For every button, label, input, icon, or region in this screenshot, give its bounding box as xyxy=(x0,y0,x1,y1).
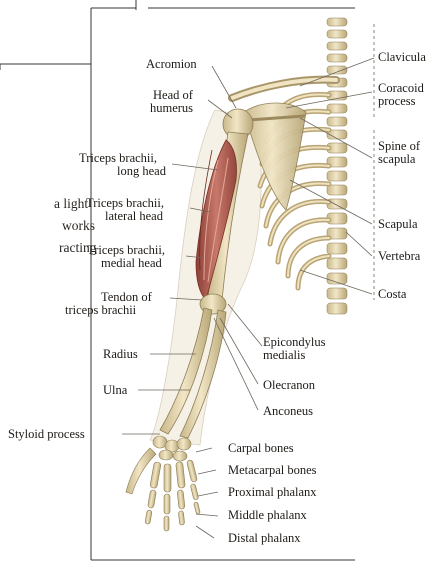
label-coracoid: Coracoid xyxy=(378,81,425,95)
label-radius: Radius xyxy=(103,347,138,361)
label-epicondylus: Epicondylus xyxy=(263,335,326,349)
label-proximal: Proximal phalanx xyxy=(228,485,317,499)
label-head-humerus: Head of xyxy=(153,88,194,102)
label-triceps-lateral: lateral head xyxy=(105,209,164,223)
label-spine-scapula: Spine of xyxy=(378,139,421,153)
labels-hand: Carpal bones Metacarpal bones Proximal p… xyxy=(228,441,317,545)
label-spine-scapula: scapula xyxy=(378,152,416,166)
fragment-line: works xyxy=(62,218,95,233)
label-triceps-medial: medial head xyxy=(101,256,162,270)
carpal-group xyxy=(153,436,191,461)
label-costa: Costa xyxy=(378,287,407,301)
label-tendon: triceps brachii xyxy=(65,303,137,317)
label-acromion: Acromion xyxy=(146,57,197,71)
label-clavicula: Clavicula xyxy=(378,50,426,64)
fragment-line: a light xyxy=(54,196,88,211)
label-tendon: Tendon of xyxy=(101,290,153,304)
label-styloid: Styloid process xyxy=(8,427,85,441)
label-middle: Middle phalanx xyxy=(228,508,308,522)
label-olecranon: Olecranon xyxy=(263,378,316,392)
finger-bones xyxy=(126,448,200,531)
label-triceps-lateral: Triceps brachii, xyxy=(86,196,164,210)
labels-top: Acromion xyxy=(146,57,197,71)
label-triceps-medial: Triceps brachii, xyxy=(87,243,165,257)
labels-right: Clavicula Coracoid process Spine of scap… xyxy=(378,50,426,301)
label-ulna: Ulna xyxy=(103,383,128,397)
label-distal: Distal phalanx xyxy=(228,531,301,545)
label-epicondylus: medialis xyxy=(263,348,305,362)
label-anconeus: Anconeus xyxy=(263,404,313,418)
labels-middle: Epicondylus medialis Olecranon Anconeus xyxy=(263,335,326,418)
label-carpal: Carpal bones xyxy=(228,441,294,455)
label-triceps-long: long head xyxy=(117,164,167,178)
label-triceps-long: Triceps brachii, xyxy=(79,151,157,165)
label-metacarpal: Metacarpal bones xyxy=(228,463,317,477)
label-head-humerus: humerus xyxy=(150,101,193,115)
label-coracoid: process xyxy=(378,94,416,108)
label-vertebra: Vertebra xyxy=(378,249,421,263)
label-scapula: Scapula xyxy=(378,217,418,231)
